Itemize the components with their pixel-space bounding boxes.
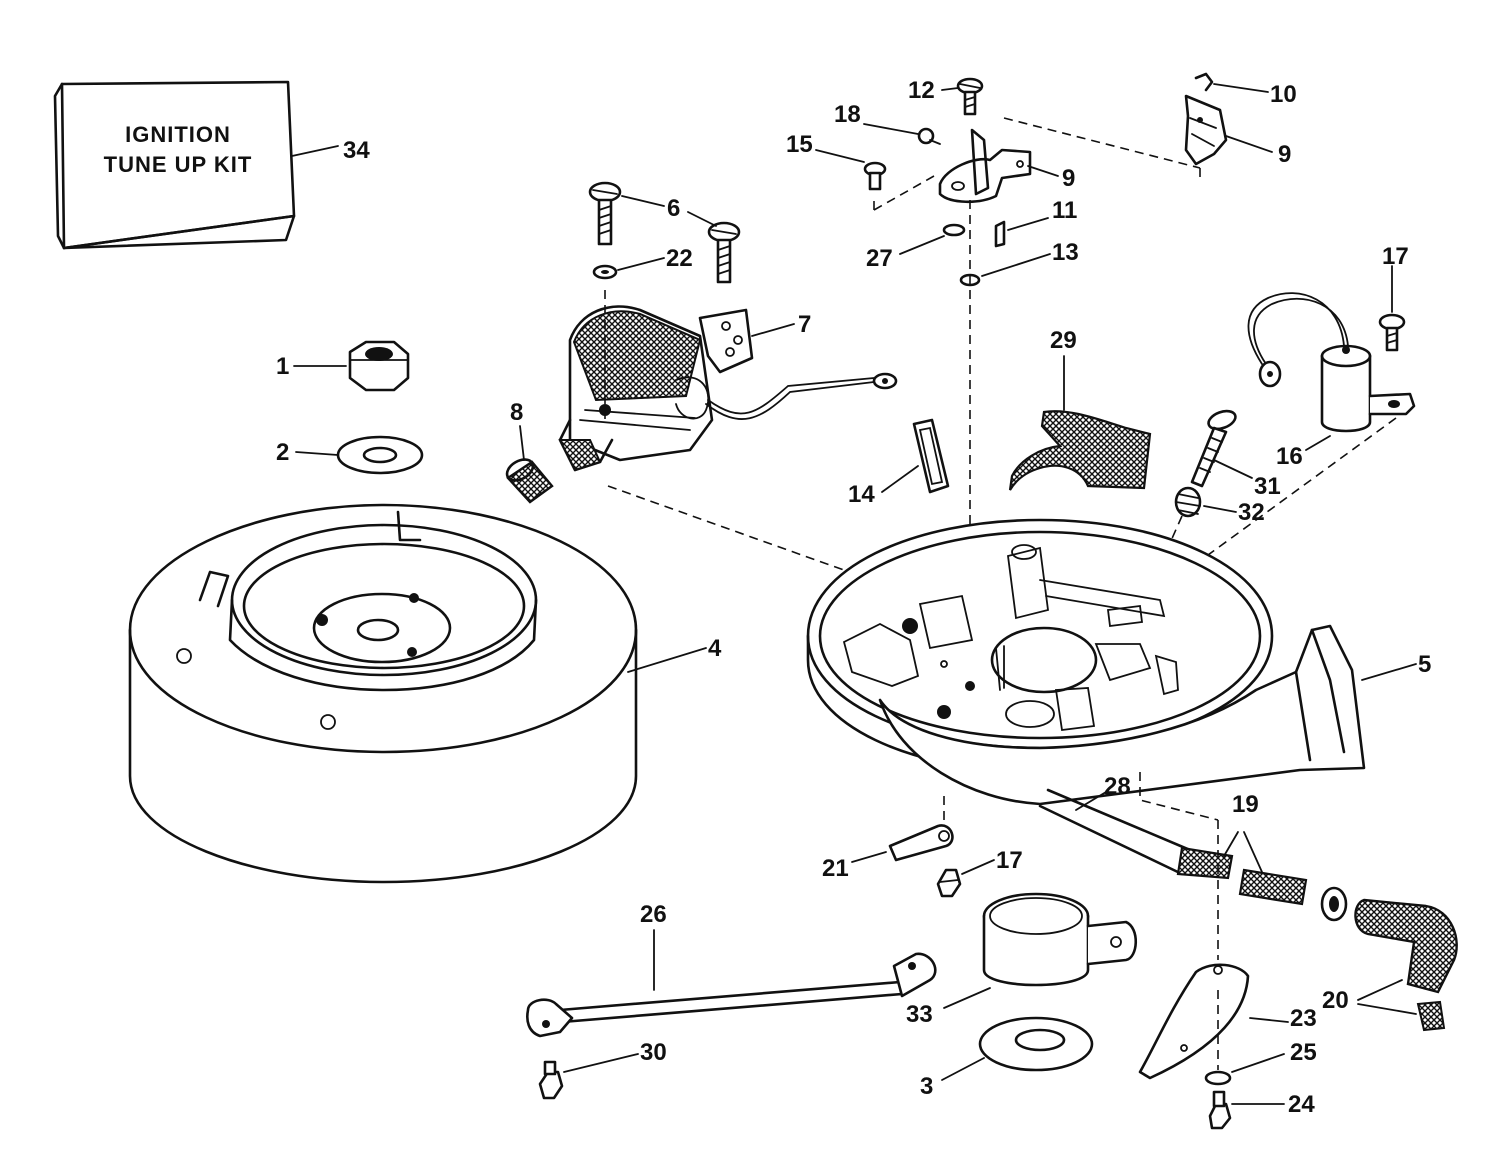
callout-29: 29: [1050, 327, 1077, 354]
callout-32: 32: [1238, 499, 1265, 526]
part-17-screw-upper: 17: [1378, 243, 1409, 352]
callout-31: 31: [1254, 473, 1281, 500]
part-6-screws: 6: [588, 181, 741, 284]
callout-9a: 9: [1062, 165, 1075, 192]
part-17-screw-lower: 17: [936, 847, 1023, 898]
part-22-washer: 22: [592, 245, 693, 280]
part-24-screw: 24: [1208, 1090, 1315, 1130]
callout-12: 12: [908, 77, 935, 104]
callout-28: 28: [1104, 773, 1131, 800]
callout-17a: 17: [1382, 243, 1409, 270]
part-8-boot: 8: [505, 399, 554, 504]
callout-16: 16: [1276, 443, 1303, 470]
callout-19: 19: [1232, 791, 1259, 818]
part-31-screw: 31: [1190, 409, 1281, 500]
part-20-spark-boot: 20: [1322, 898, 1458, 1032]
callout-15: 15: [786, 131, 813, 158]
callout-5: 5: [1418, 651, 1431, 678]
part-25-washer: 25: [1204, 1039, 1317, 1086]
callout-8: 8: [510, 399, 523, 426]
part-4-flywheel: 4: [128, 503, 722, 884]
callout-21: 21: [822, 855, 849, 882]
part-9-breaker-points: 9: [938, 128, 1075, 204]
dash-lead: [1139, 772, 1219, 821]
callout-14: 14: [848, 481, 875, 508]
callout-22: 22: [666, 245, 693, 272]
callout-9b: 9: [1278, 141, 1291, 168]
part-19-sleeves: 19: [1223, 791, 1348, 922]
callout-4: 4: [708, 635, 722, 662]
part-9-condenser-bracket: 9: [1184, 94, 1291, 168]
kit-box-line2: TUNE UP KIT: [104, 152, 253, 177]
callout-13: 13: [1052, 239, 1079, 266]
part-21-clamp: 21: [822, 796, 954, 882]
callout-3: 3: [920, 1073, 933, 1100]
callout-1: 1: [276, 353, 289, 380]
callout-27: 27: [866, 245, 893, 272]
callout-6: 6: [667, 195, 680, 222]
callout-17b: 17: [996, 847, 1023, 874]
callout-24: 24: [1288, 1091, 1315, 1118]
kit-box-line1: IGNITION: [125, 122, 231, 147]
part-12-screw: 12: [908, 77, 984, 116]
callout-11: 11: [1052, 197, 1077, 224]
callout-34: 34: [343, 137, 370, 164]
callout-2: 2: [276, 439, 289, 466]
callout-33: 33: [906, 1001, 933, 1028]
part-29-felt: 29: [1008, 327, 1152, 491]
part-33-housing: 33: [906, 892, 1138, 1028]
callout-18: 18: [834, 101, 861, 128]
part-11-pin: 11: [994, 197, 1077, 248]
part-5-armature-plate: 5: [806, 518, 1431, 806]
part-32-spring: 32: [1174, 486, 1265, 526]
part-13-washer: 13: [959, 239, 1079, 287]
part-27-washer: 27: [866, 223, 966, 272]
callout-20: 20: [1322, 987, 1349, 1014]
dash-points-box: [873, 117, 1201, 211]
part-7-ignition-coil: 7: [558, 305, 898, 472]
part-26-ground-lead: 26: [526, 901, 937, 1038]
part-23-plate: 23: [1138, 820, 1317, 1080]
part-18-screw: 18: [834, 101, 941, 145]
part-3-washer: 3: [920, 1016, 1094, 1100]
callout-23: 23: [1290, 1005, 1317, 1032]
part-16-condenser: 16: [1247, 292, 1416, 470]
callout-10: 10: [1270, 81, 1297, 108]
callout-26: 26: [640, 901, 667, 928]
part-14-plate: 14: [848, 418, 950, 508]
callout-30: 30: [640, 1039, 667, 1066]
callout-25: 25: [1290, 1039, 1317, 1066]
part-1-nut: 1: [276, 340, 410, 392]
part-10-clip: 10: [1194, 72, 1297, 108]
part-15-screw: 15: [786, 131, 887, 191]
part-30-screw: 30: [538, 1039, 667, 1100]
part-2-washer: 2: [276, 435, 424, 475]
tune-up-kit-box: IGNITION TUNE UP KIT 34: [53, 80, 370, 250]
callout-7: 7: [798, 311, 811, 338]
